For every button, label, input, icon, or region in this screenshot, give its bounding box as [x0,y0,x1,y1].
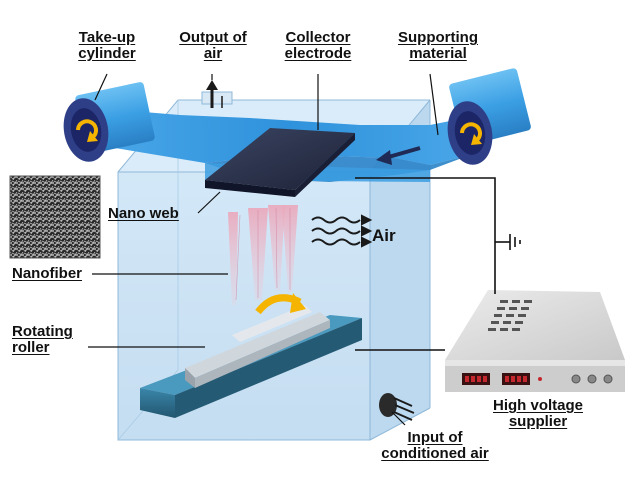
air-flow-icon [311,214,373,248]
knob [603,374,613,384]
fan-icon [379,393,415,421]
ground-symbol-icon [509,234,521,250]
rotation-arrow-icon [76,119,98,139]
nanofiber-label: Nanofiber [12,265,83,282]
belt-direction-arrow-icon [376,146,421,165]
nanofiber-image [9,175,101,259]
nanofiber-jets [228,205,298,305]
wiring [355,177,510,351]
air-label: Air [372,226,396,245]
rotating-roller-tray [140,293,362,418]
rotation-arrow-icon [460,122,482,142]
knob [587,374,597,384]
nano-web-label: Nano web [108,205,179,222]
collector-electrode [205,128,355,197]
high-voltage-supplier [445,290,625,392]
indicator-light [538,377,542,381]
knob [571,374,581,384]
output-air-arrow-icon [201,80,233,108]
supply-cylinder [447,68,531,165]
leader-lines [88,73,439,426]
